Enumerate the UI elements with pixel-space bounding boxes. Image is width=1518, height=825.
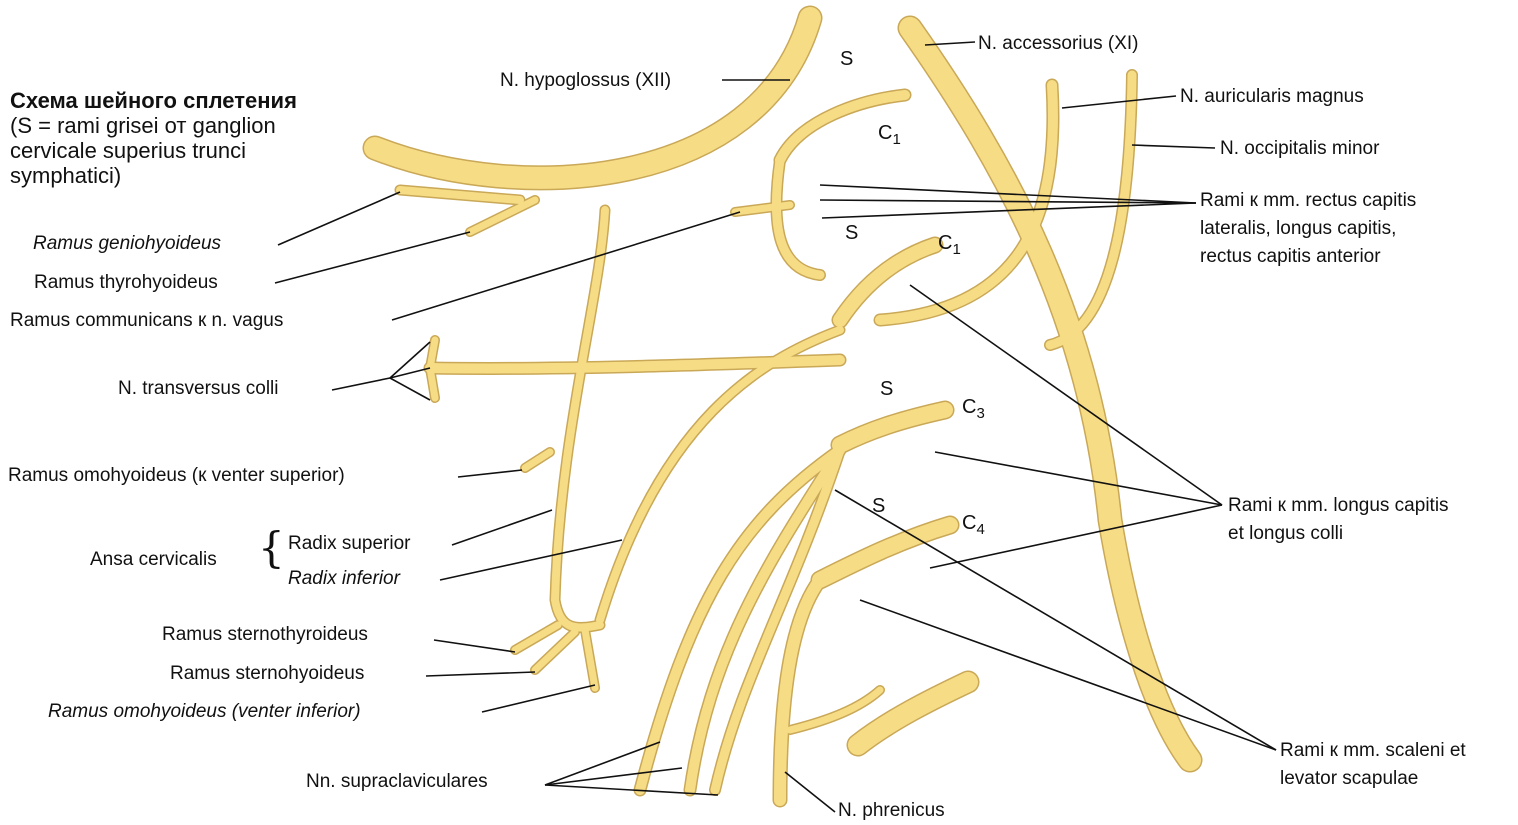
marker-c1-upper-letter: C [878,122,892,144]
leader-thyrohyoideus [275,232,470,283]
leader-transversus-a [332,378,390,390]
label-sternothyroideus: Ramus sternothyroideus [162,624,368,646]
label-omohyoideus-inf: Ramus omohyoideus (venter inferior) [48,701,361,723]
thyrohyoideus-nerve [470,200,535,232]
label-radix-inferior: Radix inferior [288,568,400,590]
marker-c3: C3 [962,396,985,422]
label-rami-scaleni-2: levator scapulae [1280,768,1418,790]
marker-c1-lower-level: 1 [952,241,960,258]
marker-s-2: S [845,222,858,245]
label-hypoglossus: N. hypoglossus (XII) [500,70,671,92]
leader-phrenicus [785,772,835,812]
title-line-1: (S = rami grisei от ganglion [10,113,297,138]
marker-s-3: S [880,378,893,401]
label-phrenicus: N. phrenicus [838,800,945,822]
label-accessorius: N. accessorius (XI) [978,33,1138,55]
c4-root-nerve [820,525,950,580]
leader-omohyoideus-inf [482,685,595,712]
label-sternohyoideus: Ramus sternohyoideus [170,663,364,685]
marker-c1-lower: C1 [938,232,961,258]
marker-c3-level: 3 [976,405,984,422]
label-rami-scaleni-1: Rami к mm. scaleni et [1280,740,1466,762]
label-thyrohyoideus: Ramus thyrohyoideus [34,272,218,294]
marker-s-1: S [840,48,853,71]
title-line-2: cervicale superius trunci [10,138,297,163]
label-communicans: Ramus communicans к n. vagus [10,310,283,332]
nerve-trunks [375,18,1190,800]
label-rami-longus-2: et longus colli [1228,523,1343,545]
ansa-brace: { [258,527,285,569]
radix-superior-nerve [555,210,605,627]
label-omohyoideus-inf-venter: (venter inferior) [232,701,361,722]
leader-omohyoideus-sup [458,470,522,477]
leader-rami-scaleni-b [860,600,1276,750]
transversus-up-nerve [430,340,435,368]
sternothyroideus-nerve [515,625,558,650]
label-rami-longus-1: Rami к mm. longus capitis [1228,495,1449,517]
leader-transversus-d [390,378,430,400]
marker-c1-upper: C1 [878,122,901,148]
marker-c3-letter: C [962,396,976,418]
leader-radix-inf [440,540,622,580]
label-rami-rectus-3: rectus capitis anterior [1200,246,1381,268]
marker-c4-level: 4 [976,521,984,538]
leader-communicans [392,212,740,320]
label-rami-rectus-1: Rami к mm. rectus capitis [1200,190,1416,212]
label-radix-superior: Radix superior [288,533,411,555]
label-supraclaviculares: Nn. supraclaviculares [306,771,488,793]
label-rami-rectus-2: lateralis, longus capitis, [1200,218,1396,240]
hypoglossus-nerve-outline [375,18,810,178]
label-geniohyoideus: Ramus geniohyoideus [33,233,221,255]
geniohyoideus-nerve [400,190,520,200]
hypoglossus-nerve [375,18,810,178]
leader-sternothyroideus [434,640,515,652]
marker-s-4: S [872,495,885,518]
label-omohyoideus-sup: Ramus omohyoideus (к venter superior) [8,465,345,487]
label-auricularis: N. auricularis magnus [1180,86,1364,108]
label-transversus: N. transversus colli [118,378,279,400]
marker-c1-lower-letter: C [938,232,952,254]
leader-geniohyoideus [278,192,400,245]
label-occipitalis: N. occipitalis minor [1220,138,1379,160]
leader-auricularis [1062,96,1176,108]
label-ansa-cervicalis: Ansa cervicalis [90,549,217,571]
ansa-loop-nerve-outline [776,160,820,275]
label-omohyoideus-inf-name: Ramus omohyoideus [48,701,226,722]
title-line-3: symphatici) [10,163,297,188]
leader-sternohyoideus [426,672,535,676]
diagram-title: Схема шейного сплетения (S = rami grisei… [10,88,297,188]
leader-radix-sup [452,510,552,545]
transversus-down-nerve [430,368,435,398]
marker-c4: C4 [962,512,985,538]
leader-rami-longus-b [935,452,1222,505]
marker-c4-letter: C [962,512,976,534]
omohyoideus-inf-nerve [585,630,595,688]
phrenicus-nerve [780,580,820,800]
leader-occipitalis [1132,145,1215,148]
marker-c1-upper-level: 1 [892,131,900,148]
title-heading: Схема шейного сплетения [10,88,297,113]
